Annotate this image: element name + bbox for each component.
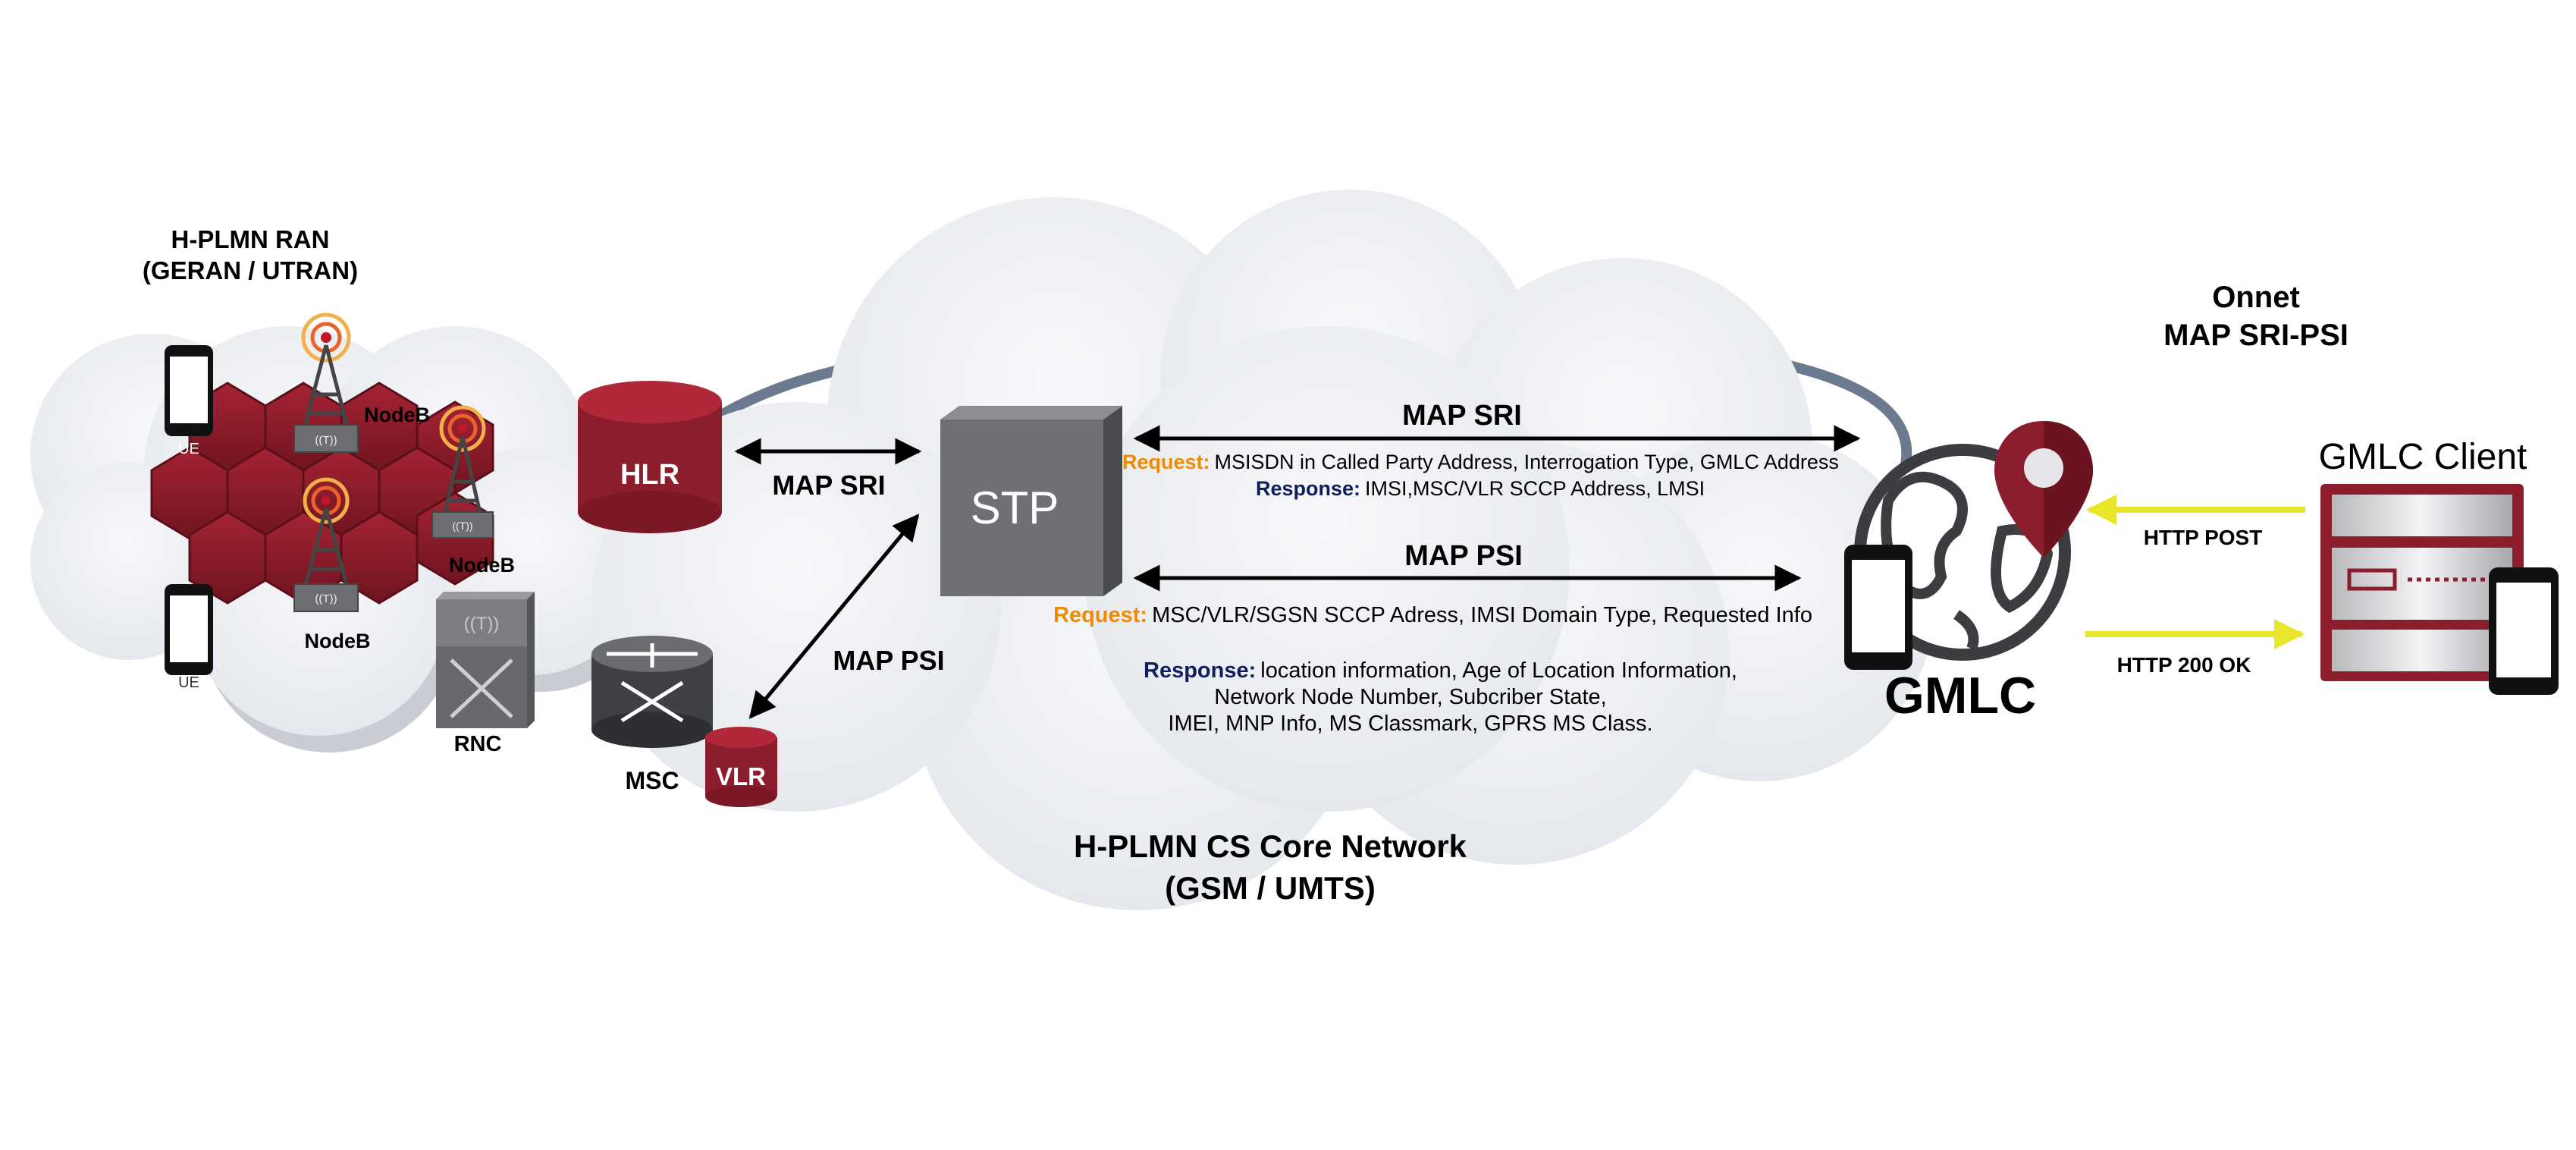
vlr-label: VLR (716, 762, 766, 790)
vlr-cylinder: VLR (705, 727, 777, 807)
http-ok-label: HTTP 200 OK (2117, 653, 2251, 677)
rnc-icon-text: ((T)) (464, 614, 500, 634)
ran-title-line2: (GERAN / UTRAN) (143, 256, 358, 284)
map-psi-label: MAP PSI (1404, 540, 1523, 572)
nodeb-tower-1: ((T)) (293, 313, 359, 453)
psi-request-key: Request: (1053, 603, 1147, 627)
psi-response-line2: Network Node Number, Subcriber State, (1214, 685, 1606, 709)
hlr-cylinder: HLR (578, 381, 722, 533)
rnc-icon: ((T)) (436, 592, 535, 728)
gmlc-client-phone-icon (2489, 567, 2559, 695)
location-pin-icon (1994, 421, 2093, 558)
http-post-label: HTTP POST (2144, 526, 2263, 549)
stp-label: STP (971, 482, 1059, 533)
ue-phone-top: UE (165, 345, 213, 457)
ue-label-top: UE (178, 441, 199, 457)
gmlc-client-server-icon (2320, 484, 2524, 681)
gmlc-phone-icon (1844, 545, 1912, 670)
nodeb-tower-2: ((T)) (431, 405, 494, 539)
psi-request-text: MSC/VLR/SGSN SCCP Adress, IMSI Domain Ty… (1152, 603, 1812, 627)
psi-response-key: Response: (1144, 658, 1256, 683)
msc-icon (591, 636, 713, 748)
core-title-line1: H-PLMN CS Core Network (1074, 828, 1467, 864)
sri-request-text: MSISDN in Called Party Address, Interrog… (1215, 451, 1839, 473)
rnc-label: RNC (454, 732, 502, 756)
svg-text:((T)): ((T)) (315, 592, 337, 605)
sri-response-text: IMSI,MSC/VLR SCCP Address, LMSI (1365, 477, 1705, 500)
stp-box: STP (940, 406, 1122, 596)
ue-label-bottom: UE (178, 674, 199, 691)
onnet-line2: MAP SRI-PSI (2163, 319, 2349, 352)
nodeb-label-3: NodeB (305, 630, 371, 652)
sri-response-line: Response:IMSI,MSC/VLR SCCP Address, LMSI (1256, 477, 1705, 500)
ran-title-line1: H-PLMN RAN (171, 225, 330, 253)
svg-text:((T)): ((T)) (452, 520, 472, 532)
map-psi-left-label: MAP PSI (833, 645, 944, 676)
map-sri-label: MAP SRI (1402, 400, 1522, 432)
ue-phone-bottom: UE (165, 584, 213, 691)
svg-text:((T)): ((T)) (315, 434, 337, 447)
nodeb-label-2: NodeB (449, 554, 515, 577)
psi-response-line3: IMEI, MNP Info, MS Classmark, GPRS MS Cl… (1168, 712, 1652, 736)
sri-request-line: Request:MSISDN in Called Party Address, … (1122, 451, 1839, 473)
psi-request-line: Request:MSC/VLR/SGSN SCCP Adress, IMSI D… (1053, 603, 1812, 627)
nodeb-label-1: NodeB (364, 404, 430, 426)
gmlc-label: GMLC (1884, 667, 2036, 724)
core-title-line2: (GSM / UMTS) (1165, 870, 1376, 906)
hlr-label: HLR (620, 459, 679, 491)
onnet-line1: Onnet (2212, 281, 2300, 314)
core-cloud (591, 190, 1934, 910)
sri-request-key: Request: (1122, 451, 1210, 473)
gmlc-client-label: GMLC Client (2319, 437, 2527, 477)
msc-label: MSC (625, 767, 679, 794)
psi-response-text1: location information, Age of Location In… (1260, 658, 1737, 683)
map-sri-left-label: MAP SRI (772, 470, 885, 501)
sri-response-key: Response: (1256, 477, 1360, 500)
psi-response-line1: Response:location information, Age of Lo… (1144, 658, 1737, 683)
arrow-stp-msc (748, 514, 920, 719)
nodeb-tower-3: ((T)) (293, 477, 359, 612)
